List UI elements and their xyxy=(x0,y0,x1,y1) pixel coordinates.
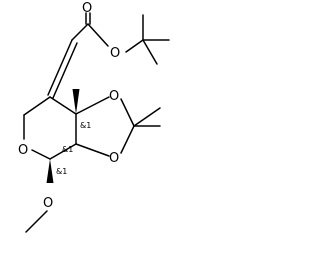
bond-o-bottom-cq xyxy=(120,125,135,154)
bond-carbonyl-o-ester xyxy=(87,23,109,47)
atom-o-ester: O xyxy=(110,46,120,61)
bond-cq-methyl-a xyxy=(133,107,161,127)
bond-tbu-methyl-bottom xyxy=(142,39,158,65)
bond-o-ester-ctbu xyxy=(125,39,144,53)
stereo-label-anomeric: &1 xyxy=(56,167,67,176)
bond-o-methoxy-ch3 xyxy=(25,210,48,233)
bond-c2-ch2 xyxy=(23,96,51,116)
stereo-label-upper: &1 xyxy=(80,121,91,130)
bond-c3-o-top xyxy=(75,96,110,115)
bond-c2-c3 xyxy=(49,96,77,115)
bond-c5-c4 xyxy=(49,143,77,160)
bond-c2-c1-double xyxy=(52,42,78,99)
atom-o-carbonyl: O xyxy=(82,1,92,16)
atom-o-dioxolane-bottom: O xyxy=(109,151,119,166)
stereo-label-lower: &1 xyxy=(62,145,73,154)
atom-o-dioxolane-top: O xyxy=(109,89,119,104)
bond-c4-o-bottom xyxy=(75,143,110,157)
bond-c1-carbonyl xyxy=(71,23,89,41)
wedge-c5-o-methoxy xyxy=(46,159,54,183)
bond-c2-c1 xyxy=(47,39,73,96)
atom-o-methoxy: O xyxy=(43,196,53,211)
bond-o-top-cq xyxy=(120,98,135,127)
atom-o-ring: O xyxy=(18,143,28,158)
bond-o-ring-c5 xyxy=(31,149,51,160)
wedge-c3-h xyxy=(72,89,80,114)
molecule-structure: O O O O O O &1 &1 &1 xyxy=(18,1,170,233)
